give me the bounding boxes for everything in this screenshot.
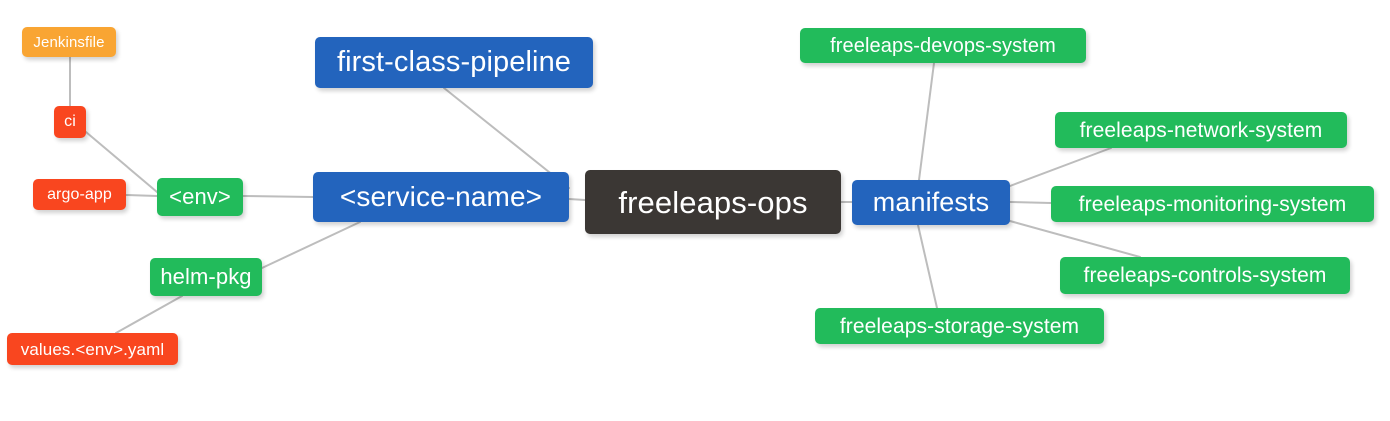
node-label-freeleaps-ops: freeleaps-ops bbox=[618, 184, 808, 220]
node-freeleaps-monitoring-system[interactable]: freeleaps-monitoring-system bbox=[1051, 186, 1374, 222]
node-label-env: <env> bbox=[169, 184, 231, 209]
node-label-service-name: <service-name> bbox=[339, 181, 543, 212]
node-service-name[interactable]: <service-name> bbox=[313, 172, 569, 222]
node-freeleaps-ops[interactable]: freeleaps-ops bbox=[585, 170, 841, 234]
node-values-env-yaml[interactable]: values.<env>.yaml bbox=[7, 333, 178, 365]
edge-manifests-to-freeleaps-storage-system bbox=[917, 224, 938, 309]
edge-manifests-to-freeleaps-devops-system bbox=[918, 62, 935, 181]
node-label-argo-app: argo-app bbox=[47, 185, 112, 203]
edge-manifests-to-freeleaps-network-system bbox=[1009, 147, 1112, 187]
node-label-helm-pkg: helm-pkg bbox=[160, 264, 252, 289]
node-argo-app[interactable]: argo-app bbox=[33, 179, 126, 210]
node-freeleaps-storage-system[interactable]: freeleaps-storage-system bbox=[815, 308, 1104, 344]
node-helm-pkg[interactable]: helm-pkg bbox=[150, 258, 262, 296]
node-ci[interactable]: ci bbox=[54, 106, 86, 138]
node-label-freeleaps-controls-system: freeleaps-controls-system bbox=[1083, 264, 1327, 287]
edge-service-name-to-helm-pkg bbox=[261, 221, 361, 269]
node-label-first-class-pipeline: first-class-pipeline bbox=[336, 46, 572, 78]
node-freeleaps-devops-system[interactable]: freeleaps-devops-system bbox=[800, 28, 1086, 63]
node-label-freeleaps-monitoring-system: freeleaps-monitoring-system bbox=[1078, 192, 1347, 216]
node-first-class-pipeline[interactable]: first-class-pipeline bbox=[315, 37, 593, 88]
edge-env-to-service-name bbox=[242, 195, 314, 198]
node-label-manifests: manifests bbox=[872, 187, 990, 217]
edge-service-name-to-freeleaps-ops bbox=[568, 198, 586, 201]
node-freeleaps-network-system[interactable]: freeleaps-network-system bbox=[1055, 112, 1347, 148]
node-label-jenkinsfile: Jenkinsfile bbox=[33, 33, 105, 51]
node-label-values-env-yaml: values.<env>.yaml bbox=[20, 339, 165, 359]
node-manifests[interactable]: manifests bbox=[852, 180, 1010, 225]
edge-manifests-to-freeleaps-controls-system bbox=[1009, 220, 1141, 258]
node-freeleaps-controls-system[interactable]: freeleaps-controls-system bbox=[1060, 257, 1350, 294]
edge-manifests-to-freeleaps-monitoring-system bbox=[1009, 201, 1052, 204]
edge-argo-app-to-env bbox=[125, 194, 158, 197]
node-label-freeleaps-devops-system: freeleaps-devops-system bbox=[830, 34, 1056, 57]
node-env[interactable]: <env> bbox=[157, 178, 243, 216]
edge-helm-pkg-to-values-env-yaml bbox=[115, 295, 183, 334]
node-jenkinsfile[interactable]: Jenkinsfile bbox=[22, 27, 116, 57]
node-label-freeleaps-storage-system: freeleaps-storage-system bbox=[839, 314, 1080, 338]
node-label-freeleaps-network-system: freeleaps-network-system bbox=[1079, 118, 1323, 142]
node-label-ci: ci bbox=[64, 113, 76, 130]
